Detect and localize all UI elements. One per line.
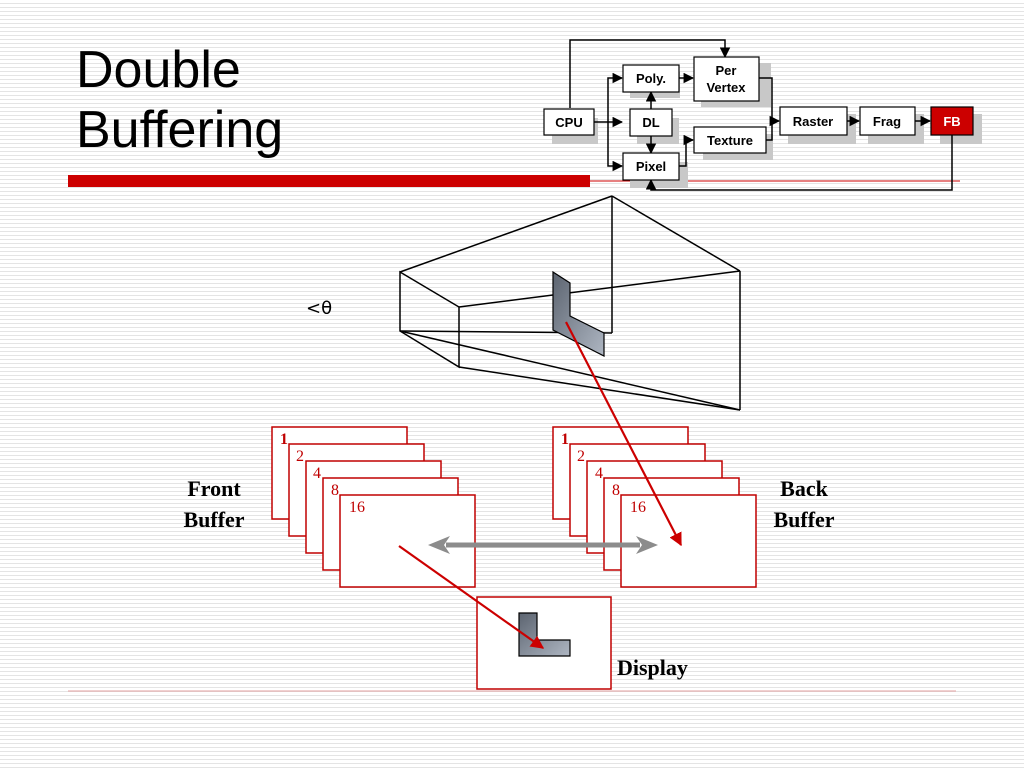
frustum-edge-top-right [611, 195, 741, 272]
node-frag: Frag [859, 106, 916, 136]
display-screen [476, 596, 612, 690]
frustum-near-face [399, 270, 460, 369]
display-label: Display [617, 655, 688, 680]
front-buffer-stack: 1 2 4 8 16 [271, 426, 476, 588]
title-line-1: Double [76, 41, 241, 99]
pipeline-shadows [552, 63, 982, 188]
front-plane-label: 4 [313, 465, 321, 482]
view-angle-symbol: <θ [306, 298, 332, 319]
node-frag-label: Frag [873, 114, 901, 129]
node-raster: Raster [779, 106, 848, 136]
front-buffer-label-2: Buffer [183, 507, 244, 532]
back-plane-label: 2 [577, 448, 585, 465]
node-fb-label: FB [943, 114, 960, 129]
node-per-vertex: Per Vertex [693, 56, 760, 102]
front-plane-label: 2 [296, 448, 304, 465]
back-buffer-label-2: Buffer [773, 507, 834, 532]
swap-arrowhead-right [636, 536, 658, 554]
front-plane-label: 8 [331, 482, 339, 499]
node-fb: FB [930, 106, 974, 136]
front-buffer-label-1: Front [187, 476, 241, 501]
node-cpu: CPU [543, 108, 595, 136]
back-plane-label: 1 [561, 431, 569, 448]
back-buffer-stack: 1 2 4 8 16 [552, 426, 757, 588]
node-pixel-label: Pixel [636, 159, 666, 174]
node-per-vertex-label-1: Per [716, 63, 737, 78]
swap-arrowhead-left [428, 536, 450, 554]
split-to-pixel-line [607, 122, 624, 172]
pipeline-connectors [569, 39, 953, 191]
node-raster-label: Raster [793, 114, 833, 129]
node-dl-label: DL [642, 115, 659, 130]
pixel-to-texture-line [679, 134, 695, 167]
frustum-edge-top-left [399, 195, 613, 273]
node-per-vertex-label-2: Vertex [706, 80, 746, 95]
frustum-edge-top-near [458, 270, 741, 308]
fb-to-pixel-feedback-line [645, 135, 953, 191]
render-to-back-buffer-arrow [565, 321, 682, 547]
front-plane-label: 1 [280, 431, 288, 448]
texture-to-raster-line [766, 121, 773, 141]
front-buffer-to-display-arrow [398, 545, 545, 649]
back-plane-label: 8 [612, 482, 620, 499]
node-poly-label: Poly. [636, 71, 666, 86]
swap-arrow [428, 536, 658, 554]
l-shape-object [552, 270, 605, 357]
node-texture-label: Texture [707, 133, 753, 148]
front-buffer-plane: 16 [339, 494, 476, 588]
back-plane-label: 16 [630, 499, 646, 516]
back-plane-label: 4 [595, 465, 603, 482]
back-buffer-label-1: Back [780, 476, 828, 501]
title-underline-bar [68, 175, 590, 187]
node-pixel: Pixel [622, 152, 680, 181]
node-poly: Poly. [622, 64, 680, 93]
cpu-to-pervertex-line [569, 39, 731, 108]
frustum-edge-bottom-left [399, 330, 741, 411]
pervertex-to-raster-line [759, 77, 781, 127]
title-line-2: Buffering [76, 101, 284, 159]
node-texture: Texture [693, 126, 767, 154]
split-to-poly-line [607, 72, 624, 122]
node-cpu-label: CPU [555, 115, 582, 130]
front-plane-label: 16 [349, 499, 365, 516]
slide-title: Double Buffering [76, 40, 283, 160]
node-dl: DL [629, 108, 673, 137]
pipeline-diagram: CPU DL Poly. Per Vertex Texture Pixel Ra… [543, 39, 982, 191]
